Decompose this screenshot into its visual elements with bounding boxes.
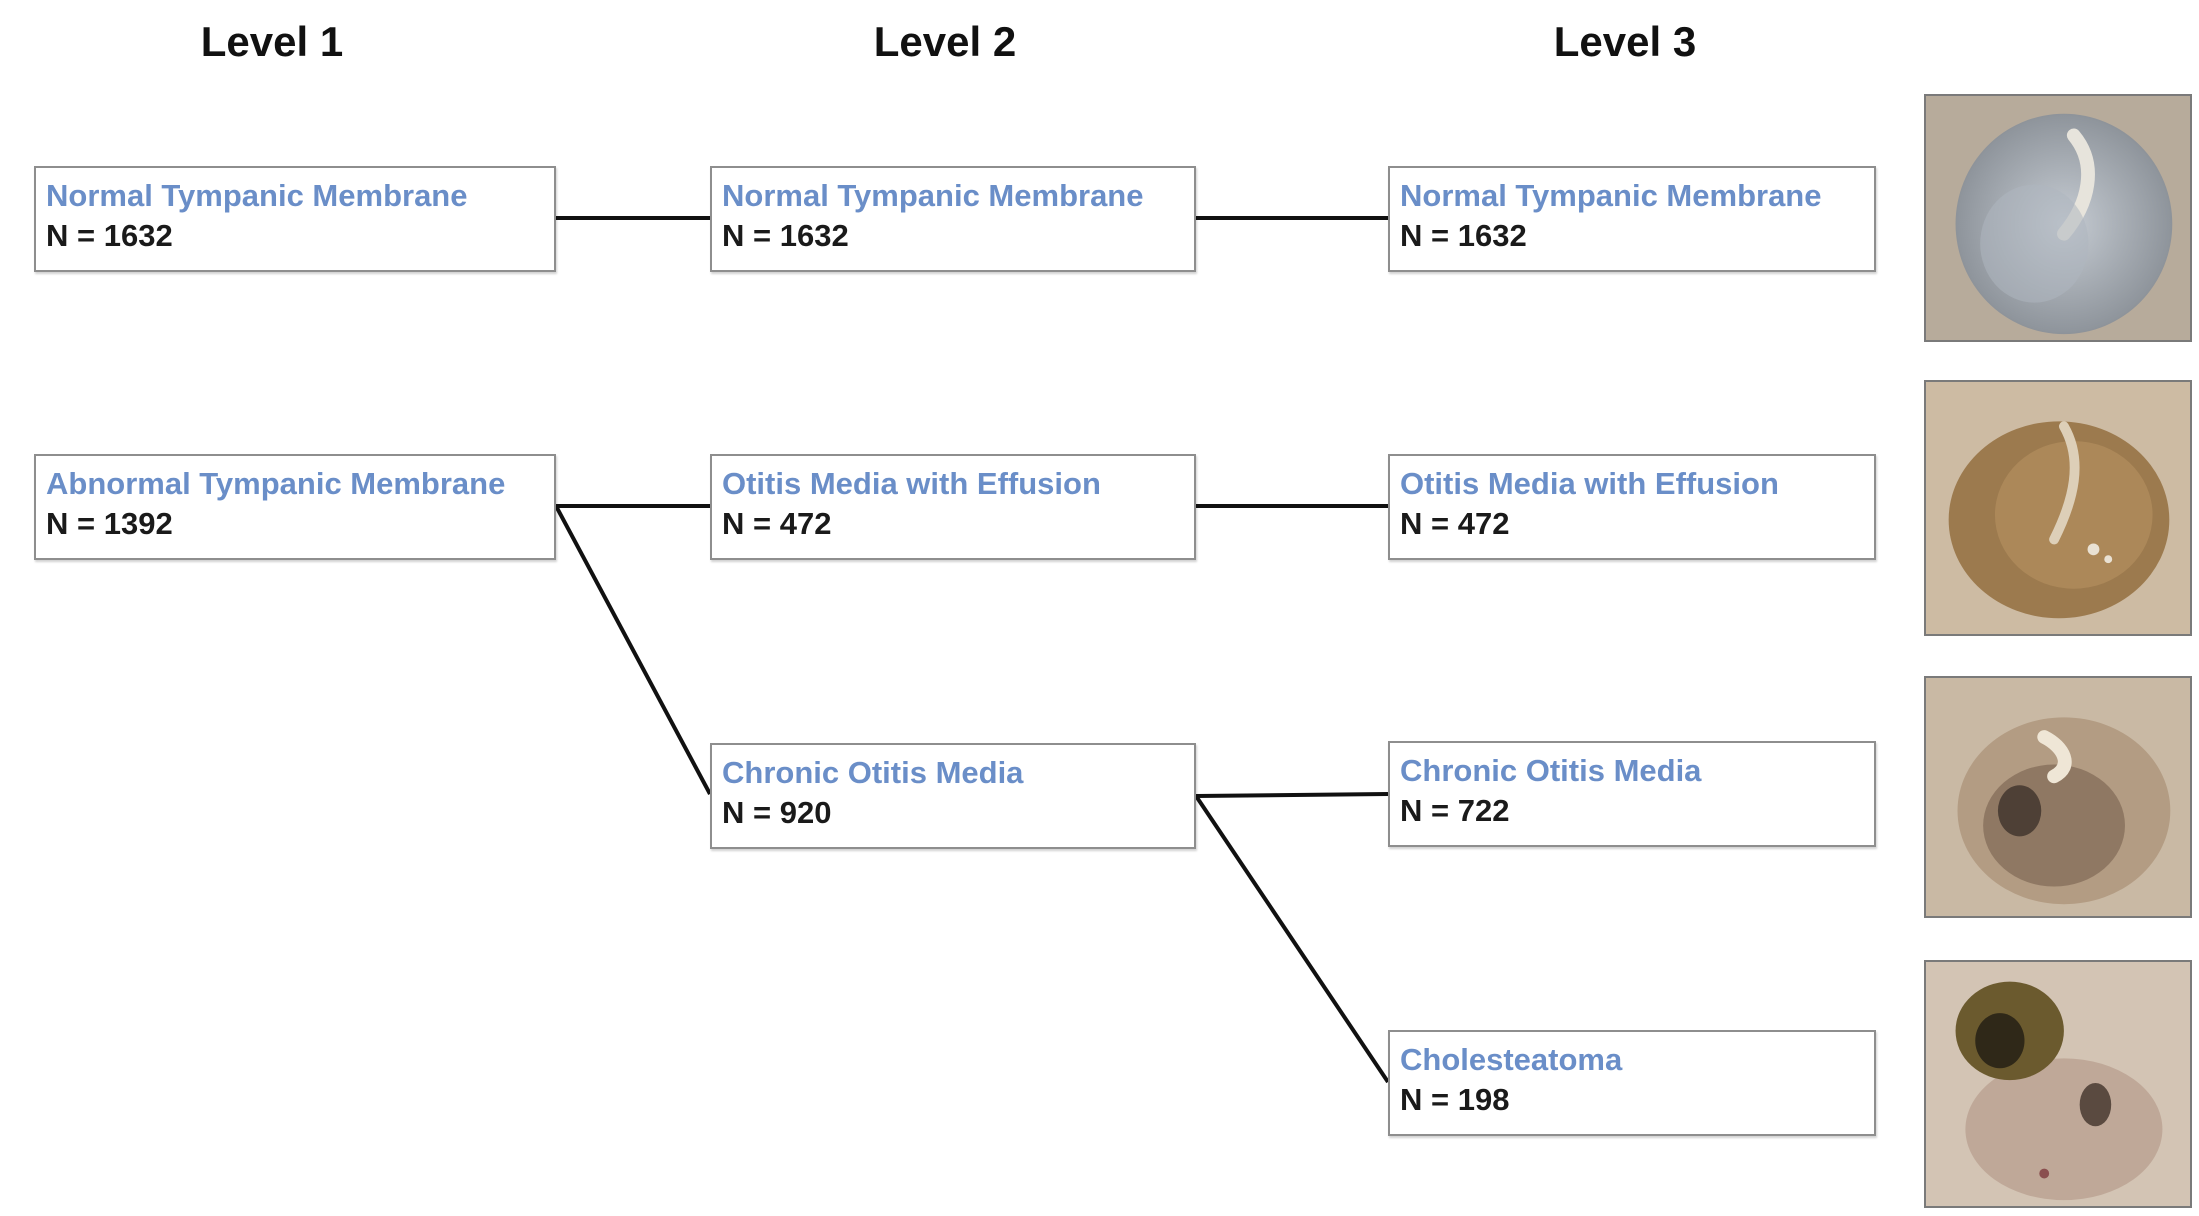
- node-title: Normal Tympanic Membrane: [46, 178, 468, 213]
- node-l2-com: Chronic Otitis Media N = 920: [710, 743, 1196, 849]
- chronic-otitis-media-photo: [1924, 676, 2192, 918]
- node-l3-normal: Normal Tympanic Membrane N = 1632: [1388, 166, 1876, 272]
- otitis-media-with-effusion-photo: [1924, 380, 2192, 636]
- node-count: N = 1632: [46, 218, 173, 253]
- node-l1-normal: Normal Tympanic Membrane N = 1632: [34, 166, 556, 272]
- node-l3-com: Chronic Otitis Media N = 722: [1388, 741, 1876, 847]
- node-l2-normal: Normal Tympanic Membrane N = 1632: [710, 166, 1196, 272]
- link-l1-abnormal-to-l2-com: [554, 505, 712, 795]
- node-count: N = 1632: [1400, 218, 1527, 253]
- node-title: Abnormal Tympanic Membrane: [46, 466, 506, 501]
- node-title: Normal Tympanic Membrane: [1400, 178, 1822, 213]
- link-l2-com-to-l3-com: [1195, 792, 1389, 798]
- node-l2-ome: Otitis Media with Effusion N = 472: [710, 454, 1196, 560]
- node-count: N = 1632: [722, 218, 849, 253]
- node-title: Chronic Otitis Media: [722, 755, 1024, 790]
- level-3-heading: Level 3: [1553, 18, 1697, 65]
- node-count: N = 722: [1400, 793, 1510, 828]
- level-1-heading: Level 1: [200, 18, 344, 65]
- node-l1-abnormal: Abnormal Tympanic Membrane N = 1392: [34, 454, 556, 560]
- normal-tympanic-membrane-photo: [1924, 94, 2192, 342]
- level-2-heading: Level 2: [873, 18, 1017, 65]
- node-count: N = 472: [722, 506, 832, 541]
- node-title: Cholesteatoma: [1400, 1042, 1623, 1077]
- node-count: N = 198: [1400, 1082, 1510, 1117]
- node-count: N = 472: [1400, 506, 1510, 541]
- node-title: Otitis Media with Effusion: [1400, 466, 1779, 501]
- node-title: Chronic Otitis Media: [1400, 753, 1702, 788]
- node-title: Normal Tympanic Membrane: [722, 178, 1144, 213]
- node-count: N = 920: [722, 795, 832, 830]
- link-l2-com-to-l3-chol: [1194, 794, 1390, 1084]
- node-l3-ome: Otitis Media with Effusion N = 472: [1388, 454, 1876, 560]
- node-title: Otitis Media with Effusion: [722, 466, 1101, 501]
- node-l3-chol: Cholesteatoma N = 198: [1388, 1030, 1876, 1136]
- node-count: N = 1392: [46, 506, 173, 541]
- cholesteatoma-photo: [1924, 960, 2192, 1208]
